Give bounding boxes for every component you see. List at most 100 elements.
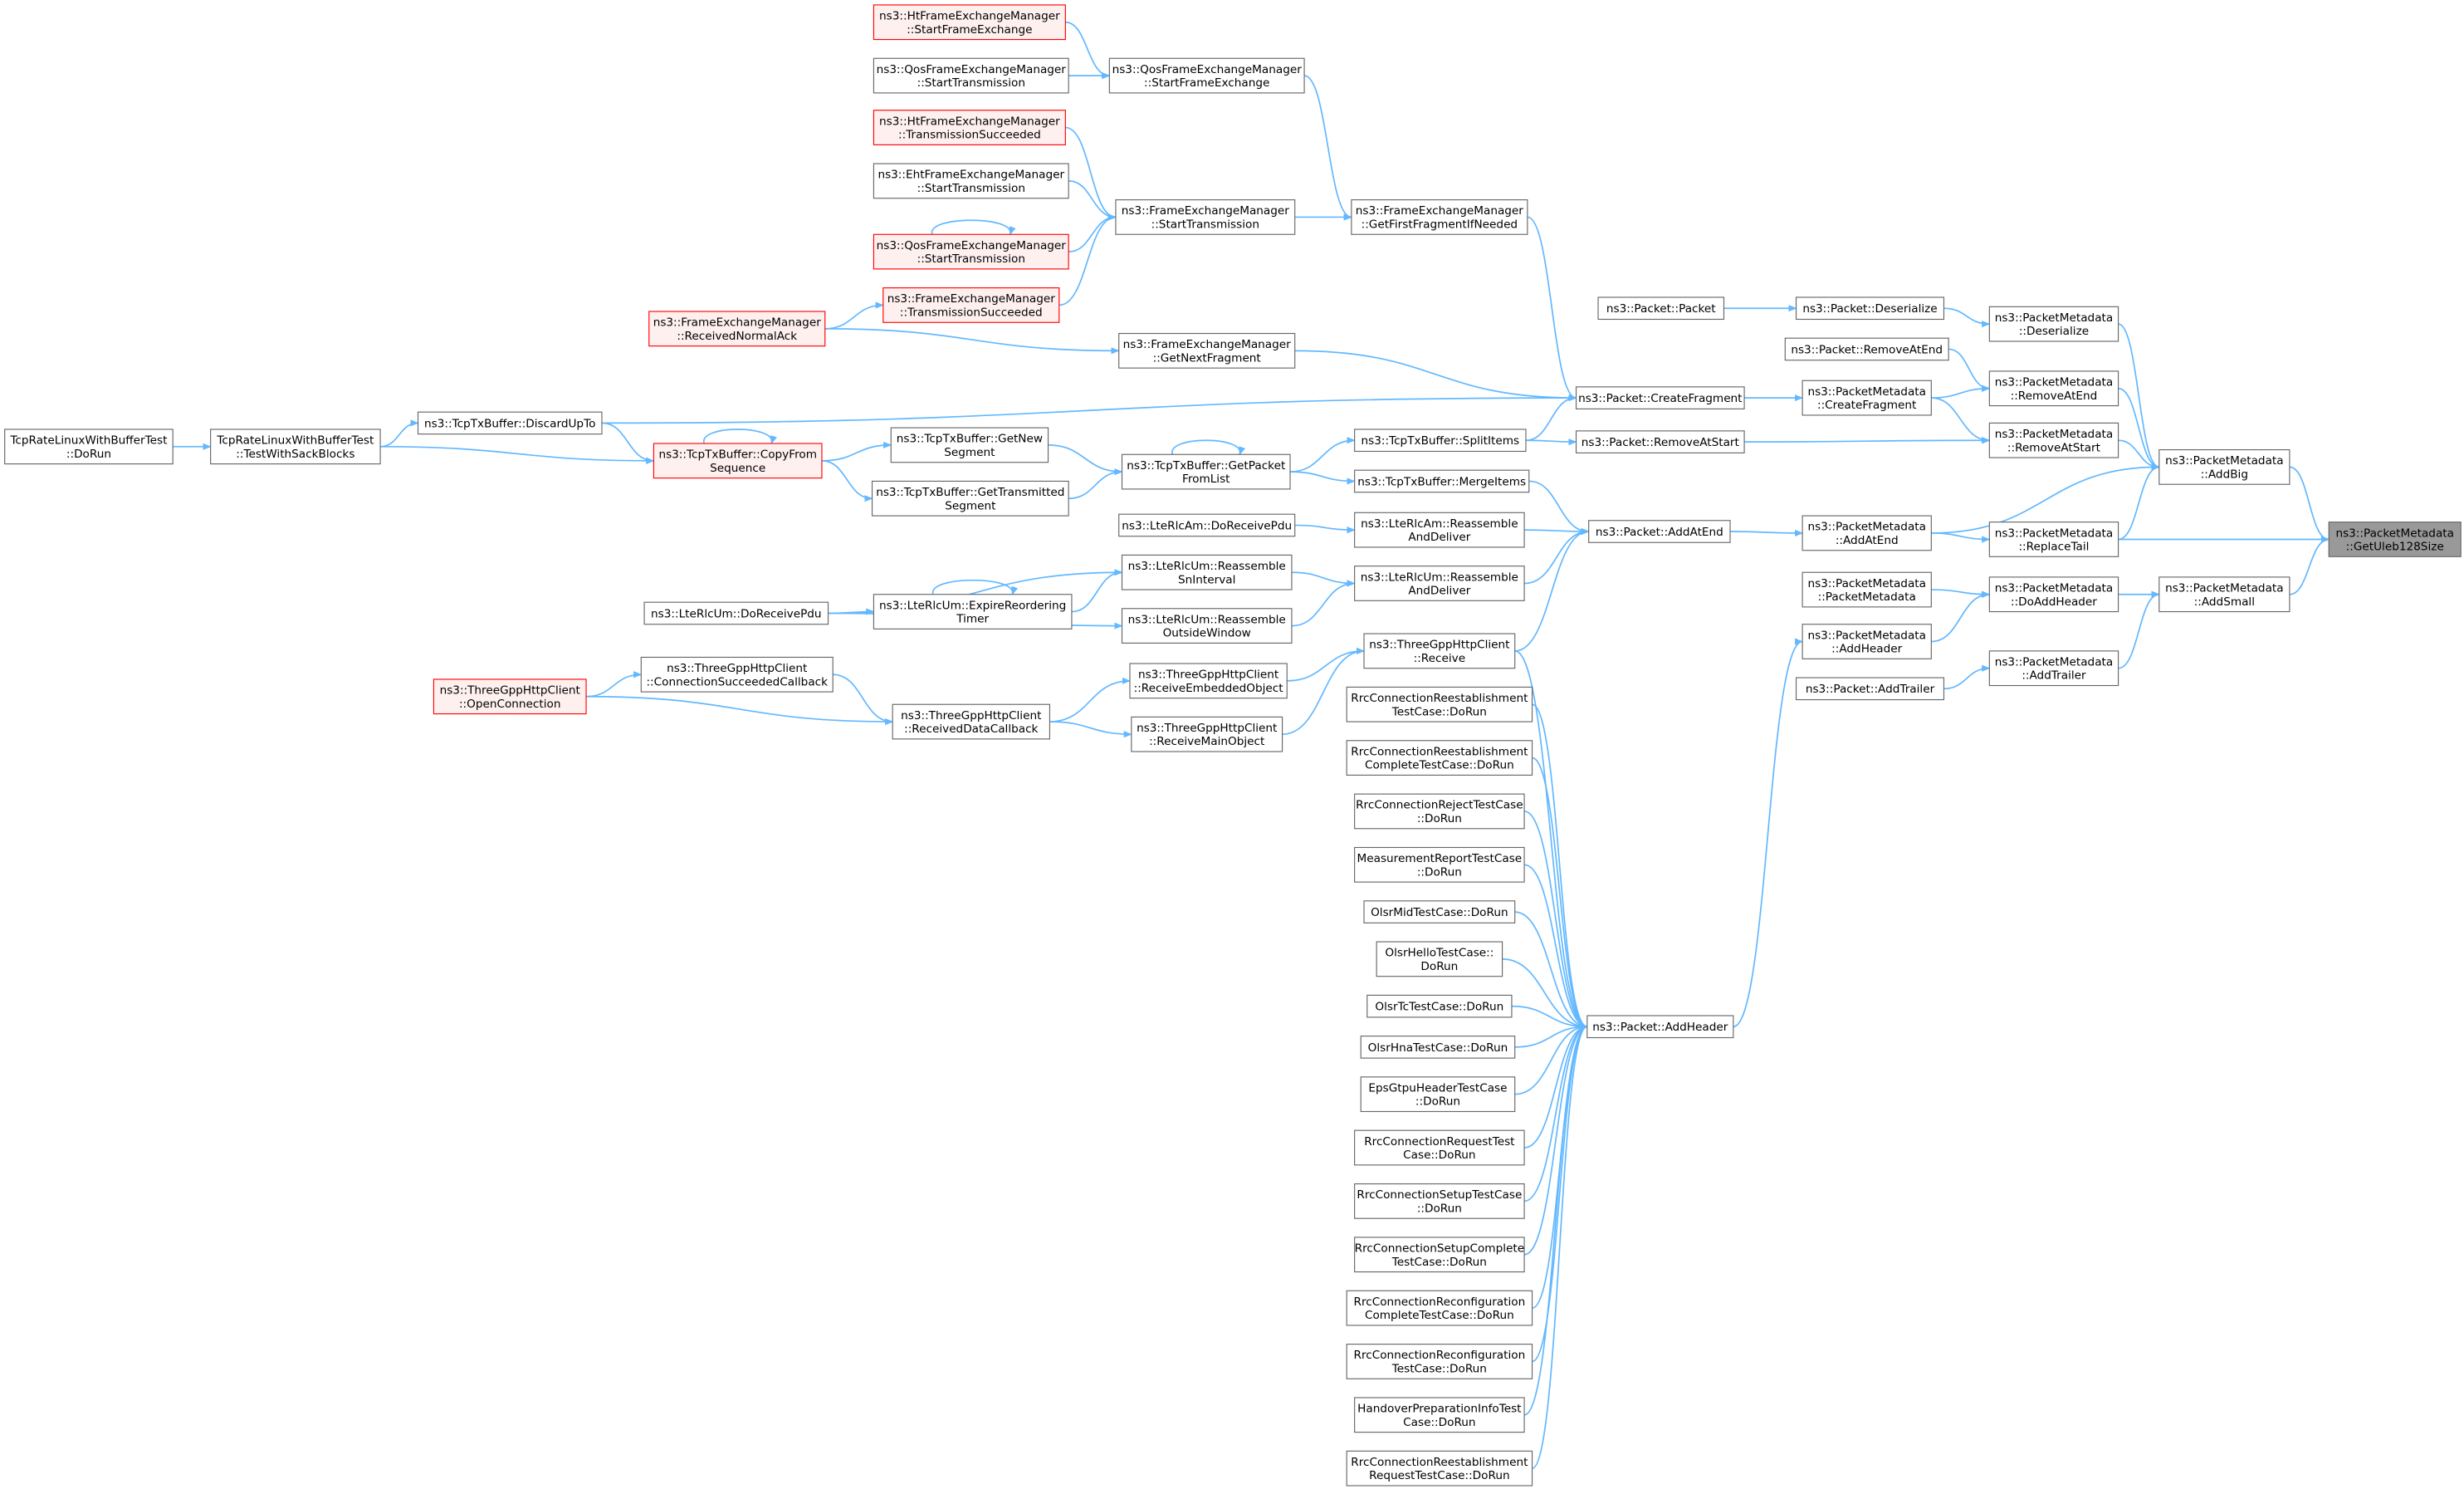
node-fem-getnextfrag[interactable]: ns3::FrameExchangeManager::GetNextFragme… bbox=[1118, 332, 1296, 369]
node-t5[interactable]: OlsrMidTestCase::DoRun bbox=[1363, 900, 1516, 923]
node-p-removeatstart[interactable]: ns3::Packet::RemoveAtStart bbox=[1575, 430, 1745, 453]
edge-t1-to-p_addheader bbox=[1532, 703, 1588, 1031]
node-target[interactable]: ns3::PacketMetadata::GetUleb128Size bbox=[2328, 522, 2462, 557]
node-p-packet[interactable]: ns3::Packet::Packet bbox=[1597, 296, 1725, 321]
node-pm-deserialize[interactable]: ns3::PacketMetadata::Deserialize bbox=[1988, 306, 2119, 342]
node-http-receive[interactable]: ns3::ThreeGppHttpClient::Receive bbox=[1363, 633, 1516, 669]
node-p-addatend[interactable]: ns3::Packet::AddAtEnd bbox=[1588, 520, 1731, 543]
node-qos-starttx2[interactable]: ns3::QosFrameExchangeManager::StartTrans… bbox=[873, 233, 1069, 270]
node-pm-removeatend[interactable]: ns3::PacketMetadata::RemoveAtEnd bbox=[1988, 370, 2119, 407]
node-pm-packetmetadata[interactable]: ns3::PacketMetadata::PacketMetadata bbox=[1802, 571, 1932, 608]
node-http-mainobj[interactable]: ns3::ThreeGppHttpClient::ReceiveMainObje… bbox=[1131, 716, 1283, 752]
edge-p_removeatstart-to-pm_removeatstart bbox=[1744, 437, 1991, 444]
node-pm-addatend[interactable]: ns3::PacketMetadata::AddAtEnd bbox=[1802, 515, 1932, 551]
node-am-doreceivepdu[interactable]: ns3::LteRlcAm::DoReceivePdu bbox=[1118, 513, 1296, 537]
node-pm-addtrailer[interactable]: ns3::PacketMetadata::AddTrailer bbox=[1988, 650, 2119, 687]
node-box bbox=[1115, 199, 1296, 235]
node-fem-starttx[interactable]: ns3::FrameExchangeManager::StartTransmis… bbox=[1115, 199, 1296, 235]
node-dorun-tcp[interactable]: TcpRateLinuxWithBufferTest::DoRun bbox=[4, 429, 174, 465]
node-label-line: ns3::Packet::RemoveAtEnd bbox=[1791, 343, 1943, 356]
node-http-rdc[interactable]: ns3::ThreeGppHttpClient::ReceivedDataCal… bbox=[892, 703, 1050, 740]
edge-pm_deserialize-to-addbig bbox=[2118, 323, 2160, 471]
node-p-addheader[interactable]: ns3::Packet::AddHeader bbox=[1586, 1015, 1734, 1039]
node-eht-starttx[interactable]: ns3::EhtFrameExchangeManager::StartTrans… bbox=[873, 163, 1069, 199]
node-label-line: EpsGtpuHeaderTestCase bbox=[1368, 1081, 1507, 1095]
node-um-doreceivepdu[interactable]: ns3::LteRlcUm::DoReceivePdu bbox=[643, 601, 829, 625]
edge-http_rdc-to-http_mainobj bbox=[1049, 721, 1132, 738]
node-t3[interactable]: RrcConnectionRejectTestCase::DoRun bbox=[1354, 793, 1525, 830]
node-label-line: RrcConnectionReestablishment bbox=[1351, 745, 1528, 758]
node-qos-starttx[interactable]: ns3::QosFrameExchangeManager::StartTrans… bbox=[873, 57, 1069, 94]
node-http-openconn[interactable]: ns3::ThreeGppHttpClient::OpenConnection bbox=[433, 678, 587, 715]
node-p-removeatend[interactable]: ns3::Packet::RemoveAtEnd bbox=[1784, 337, 1949, 361]
edge-discardupto-to-copyfromsequence bbox=[601, 422, 655, 464]
node-testwithsack[interactable]: TcpRateLinuxWithBufferTest::TestWithSack… bbox=[210, 429, 381, 465]
node-label-line: ns3::PacketMetadata bbox=[1807, 385, 1926, 399]
node-t11[interactable]: RrcConnectionSetupTestCase::DoRun bbox=[1354, 1183, 1525, 1219]
node-label-line: ::RemoveAtStart bbox=[2007, 441, 2101, 454]
node-box bbox=[1588, 520, 1731, 543]
node-splititems[interactable]: ns3::TcpTxBuffer::SplitItems bbox=[1354, 429, 1527, 453]
node-t9[interactable]: EpsGtpuHeaderTestCase::DoRun bbox=[1360, 1076, 1516, 1113]
node-label-line: ::AddTrailer bbox=[2022, 669, 2086, 683]
edge-testwithsack-to-discardupto bbox=[380, 419, 419, 448]
node-t6[interactable]: OlsrHelloTestCase::DoRun bbox=[1376, 941, 1503, 977]
node-ht-startfe[interactable]: ns3::HtFrameExchangeManager::StartFrameE… bbox=[873, 4, 1066, 41]
node-t7[interactable]: OlsrTcTestCase::DoRun bbox=[1366, 994, 1513, 1018]
node-p-addtrailer[interactable]: ns3::Packet::AddTrailer bbox=[1795, 677, 1945, 701]
node-pm-replacetail[interactable]: ns3::PacketMetadata::ReplaceTail bbox=[1988, 522, 2119, 557]
node-addsmall[interactable]: ns3::PacketMetadata::AddSmall bbox=[2158, 576, 2290, 613]
node-label: ns3::PacketMetadata::Deserialize bbox=[1995, 311, 2114, 338]
node-pm-removeatstart[interactable]: ns3::PacketMetadata::RemoveAtStart bbox=[1988, 422, 2119, 458]
edge-um_snint-to-um_reassemble bbox=[1291, 571, 1356, 587]
node-label-line: ::DoAddHeader bbox=[2011, 595, 2097, 609]
node-http-connsucc[interactable]: ns3::ThreeGppHttpClient::ConnectionSucce… bbox=[640, 656, 834, 693]
node-pm-addheader[interactable]: ns3::PacketMetadata::AddHeader bbox=[1802, 624, 1932, 659]
node-label: ns3::ThreeGppHttpClient::ReceivedDataCal… bbox=[901, 709, 1042, 736]
node-label-line: FromList bbox=[1182, 473, 1230, 486]
node-label-line: RrcConnectionSetupComplete bbox=[1355, 1242, 1524, 1256]
node-fem-getfirstfrag[interactable]: ns3::FrameExchangeManager::GetFirstFragm… bbox=[1351, 199, 1528, 235]
node-box bbox=[1131, 716, 1283, 752]
node-t8[interactable]: OlsrHnaTestCase::DoRun bbox=[1360, 1036, 1516, 1059]
node-fem-rxnormalack[interactable]: ns3::FrameExchangeManager::ReceivedNorma… bbox=[648, 311, 826, 347]
node-box bbox=[643, 601, 829, 625]
node-p-createfragment[interactable]: ns3::Packet::CreateFragment bbox=[1575, 386, 1745, 409]
node-label-line: ::DoRun bbox=[1417, 865, 1462, 879]
node-box bbox=[1802, 624, 1932, 659]
node-label-line: ns3::ThreeGppHttpClient bbox=[440, 684, 581, 698]
node-ht-txsucc[interactable]: ns3::HtFrameExchangeManager::Transmissio… bbox=[873, 110, 1066, 145]
node-http-embedded[interactable]: ns3::ThreeGppHttpClient::ReceiveEmbedded… bbox=[1129, 663, 1288, 699]
node-box bbox=[1346, 1450, 1533, 1487]
node-p-deserialize[interactable]: ns3::Packet::Deserialize bbox=[1795, 296, 1945, 321]
node-discardupto[interactable]: ns3::TcpTxBuffer::DiscardUpTo bbox=[417, 411, 603, 435]
node-label: ns3::TcpTxBuffer::MergeItems bbox=[1357, 475, 1526, 488]
node-fem-txsucc[interactable]: ns3::FrameExchangeManager::TransmissionS… bbox=[882, 287, 1060, 323]
edge-t4-to-p_addheader bbox=[1523, 864, 1588, 1031]
node-pm-doaddheader[interactable]: ns3::PacketMetadata::DoAddHeader bbox=[1988, 576, 2119, 613]
node-label-line: ::DoRun bbox=[1417, 812, 1462, 825]
node-mergeitems[interactable]: ns3::TcpTxBuffer::MergeItems bbox=[1354, 469, 1530, 493]
node-addbig[interactable]: ns3::PacketMetadata::AddBig bbox=[2158, 449, 2290, 485]
node-pm-createfragment[interactable]: ns3::PacketMetadata::CreateFragment bbox=[1802, 380, 1932, 416]
node-t4[interactable]: MeasurementReportTestCase::DoRun bbox=[1354, 846, 1525, 883]
node-qos-startfe[interactable]: ns3::QosFrameExchangeManager::StartFrame… bbox=[1108, 57, 1305, 94]
